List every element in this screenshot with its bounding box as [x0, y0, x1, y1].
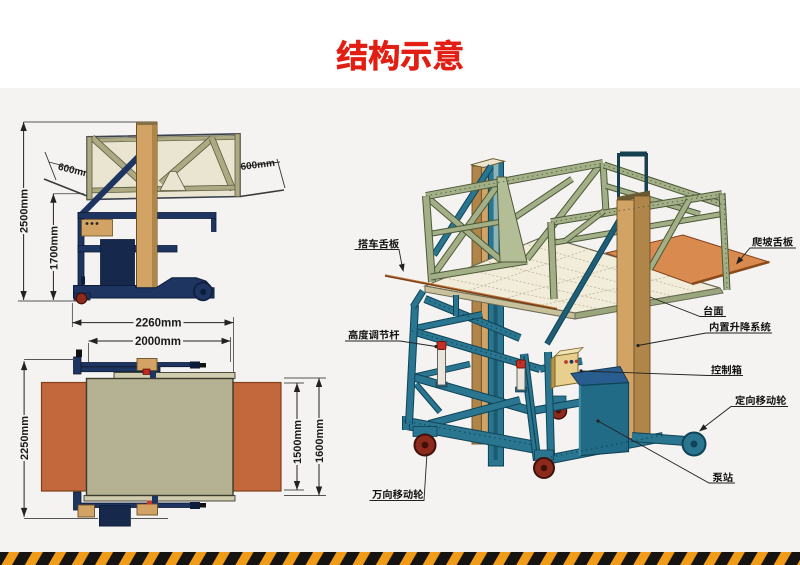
svg-text:1600mm: 1600mm: [314, 419, 326, 463]
svg-text:2500mm: 2500mm: [19, 189, 31, 233]
svg-text:1500mm: 1500mm: [292, 420, 304, 464]
svg-text:2000mm: 2000mm: [135, 336, 181, 348]
svg-text:2250mm: 2250mm: [19, 416, 31, 460]
svg-text:1700mm: 1700mm: [48, 226, 60, 270]
svg-text:2260mm: 2260mm: [135, 318, 181, 330]
svg-text:600mm: 600mm: [240, 158, 276, 173]
